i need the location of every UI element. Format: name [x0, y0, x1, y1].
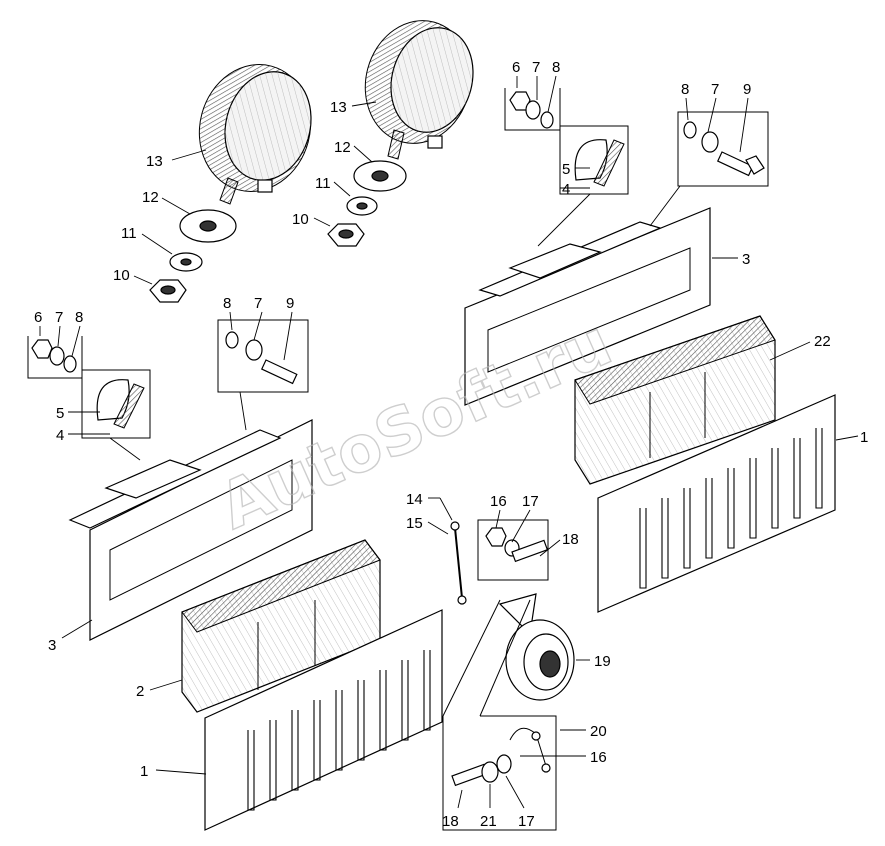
callout-8: 8 [681, 81, 689, 98]
tail-lamp-right [574, 315, 776, 485]
callout-9: 9 [743, 81, 751, 98]
horn [498, 593, 575, 701]
callout-12: 12 [334, 139, 351, 156]
callout-10: 10 [292, 211, 309, 228]
callout-3: 3 [48, 637, 56, 654]
callout-5: 5 [562, 161, 570, 178]
bracket-left [68, 419, 313, 641]
callout-8: 8 [75, 309, 83, 326]
detail-box-right-4-5 [559, 125, 629, 195]
callout-18: 18 [442, 813, 459, 830]
detail-box-left-7-8-9 [217, 319, 309, 393]
callout-16: 16 [490, 493, 507, 510]
callout-1: 1 [140, 763, 148, 780]
callout-20: 20 [590, 723, 607, 740]
detail-box-right-6-7-8 [504, 88, 561, 131]
callout-4: 4 [562, 181, 570, 198]
detail-box-horn-bottom [442, 599, 557, 831]
callout-8: 8 [223, 295, 231, 312]
callout-17: 17 [518, 813, 535, 830]
callout-10: 10 [113, 267, 130, 284]
headlamp-right [364, 20, 474, 160]
detail-box-left-6-7-8 [27, 336, 83, 379]
callout-15: 15 [406, 515, 423, 532]
callout-labels: 13 13 12 12 11 11 10 10 6 7 8 5 4 8 7 9 … [34, 59, 868, 830]
callout-6: 6 [34, 309, 42, 326]
callout-21: 21 [480, 813, 497, 830]
callout-1: 1 [860, 429, 868, 446]
guard-left [204, 609, 443, 831]
callout-8: 8 [552, 59, 560, 76]
callout-7: 7 [254, 295, 262, 312]
callout-5: 5 [56, 405, 64, 422]
callout-12: 12 [142, 189, 159, 206]
callout-16: 16 [590, 749, 607, 766]
mount-stack-left [149, 209, 237, 303]
callout-7: 7 [532, 59, 540, 76]
callout-7: 7 [711, 81, 719, 98]
callout-6: 6 [512, 59, 520, 76]
callout-11: 11 [121, 225, 137, 242]
detail-box-left-4-5 [81, 369, 151, 439]
guard-right [597, 394, 836, 613]
bracket-right [464, 207, 711, 406]
callout-7: 7 [55, 309, 63, 326]
callout-13: 13 [330, 99, 347, 116]
detail-box-right-7-8-9 [677, 111, 769, 187]
callout-14: 14 [406, 491, 423, 508]
watermark-text: AutoSoft.ru [209, 306, 622, 544]
callout-2: 2 [136, 683, 144, 700]
callout-3: 3 [742, 251, 750, 268]
callout-19: 19 [594, 653, 611, 670]
detail-box-horn-16-17-18 [477, 519, 549, 581]
callout-13: 13 [146, 153, 163, 170]
ground-wire [450, 521, 467, 605]
callout-4: 4 [56, 427, 64, 444]
headlamp-left [198, 64, 312, 205]
callout-17: 17 [522, 493, 539, 510]
leader-lines [39, 75, 859, 809]
mount-stack-right [327, 160, 407, 247]
callout-9: 9 [286, 295, 294, 312]
callout-11: 11 [315, 175, 331, 192]
callout-18: 18 [562, 531, 579, 548]
callout-22: 22 [814, 333, 831, 350]
